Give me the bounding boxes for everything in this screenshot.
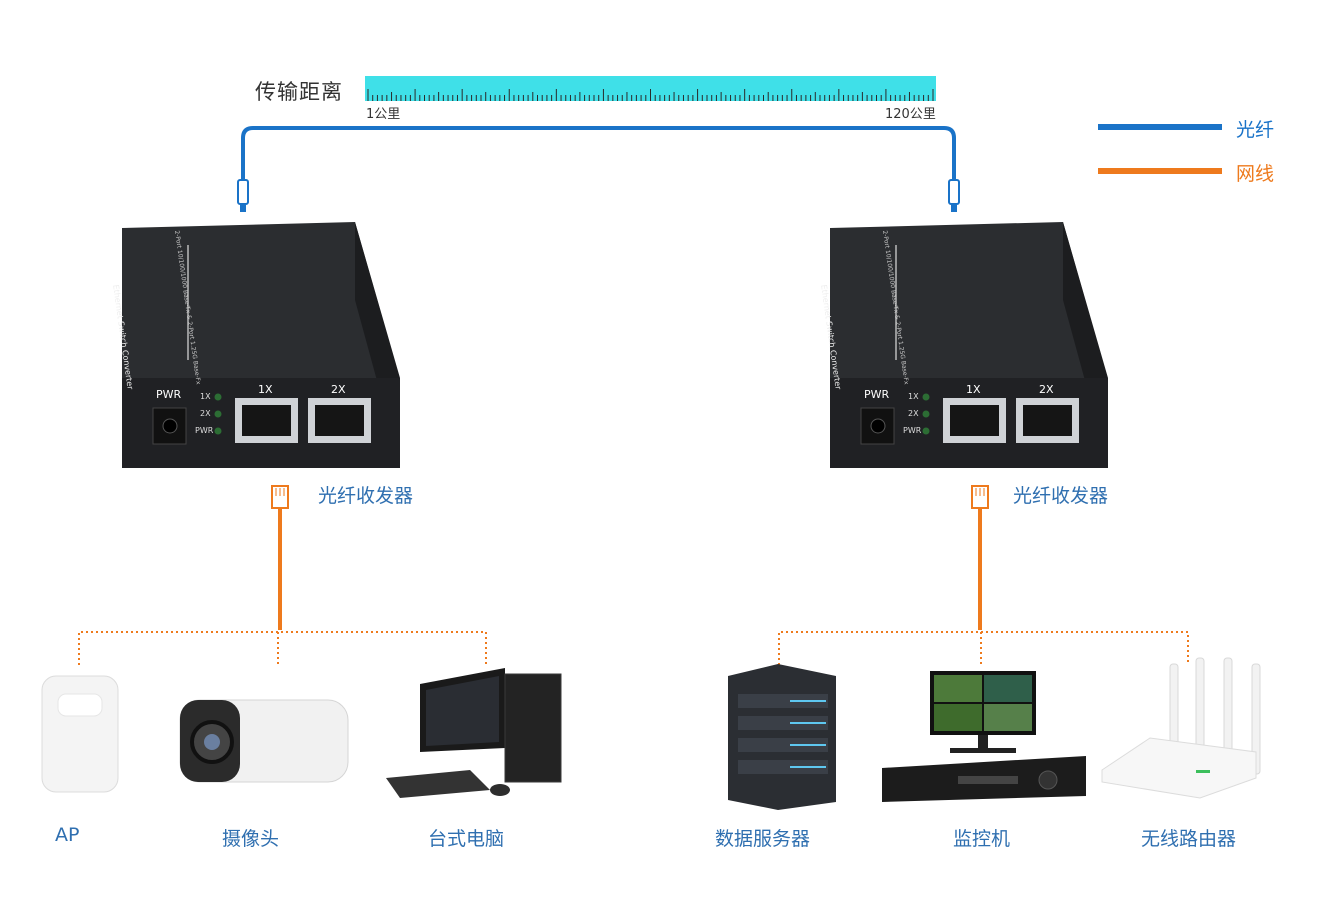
desktop-device-image bbox=[386, 668, 562, 798]
device-label-desktop: 台式电脑 bbox=[428, 828, 505, 850]
distribution-lines-left bbox=[78, 631, 487, 665]
fiber-link-line bbox=[241, 126, 956, 180]
camera-device-image bbox=[179, 699, 349, 783]
converter-right bbox=[830, 222, 1108, 468]
distance-max-label: 120公里 bbox=[885, 107, 936, 122]
converter-right-led-1x-label: 1X bbox=[908, 392, 919, 401]
router-device-image bbox=[1101, 657, 1261, 799]
converter-right-led-2x-label: 2X bbox=[908, 409, 919, 418]
distance-scale-ticks bbox=[367, 89, 934, 101]
converter-left-led-2x-label: 2X bbox=[200, 409, 211, 418]
device-label-ap: AP bbox=[55, 824, 80, 846]
distance-title: 传输距离 bbox=[255, 80, 343, 104]
converter-right-pwr-label: PWR bbox=[864, 388, 890, 401]
converter-left-label: 光纤收发器 bbox=[318, 485, 414, 507]
distance-min-label: 1公里 bbox=[366, 107, 401, 122]
converter-right-port-1x-label: 1X bbox=[966, 383, 981, 396]
converter-left-led-pwr-label: PWR bbox=[195, 426, 214, 435]
converter-left-pwr-label: PWR bbox=[156, 388, 182, 401]
device-label-nvr: 监控机 bbox=[953, 828, 1011, 850]
converter-left-port-2x-label: 2X bbox=[331, 383, 346, 396]
device-label-router: 无线路由器 bbox=[1141, 828, 1237, 850]
fiber-connector-right bbox=[948, 179, 960, 212]
server-device-image bbox=[728, 664, 836, 810]
legend-cable-label: 网线 bbox=[1236, 163, 1275, 185]
ethernet-connector-left bbox=[271, 485, 289, 509]
ethernet-connector-right bbox=[971, 485, 989, 509]
ap-device-image bbox=[41, 675, 119, 793]
converter-right-label: 光纤收发器 bbox=[1013, 485, 1109, 507]
legend-fiber-label: 光纤 bbox=[1236, 119, 1275, 141]
converter-right-led-pwr-label: PWR bbox=[903, 426, 922, 435]
converter-left-led-1x-label: 1X bbox=[200, 392, 211, 401]
converter-left-port-1x-label: 1X bbox=[258, 383, 273, 396]
distribution-lines-right bbox=[778, 631, 1189, 665]
nvr-device-image bbox=[882, 671, 1086, 802]
converter-left bbox=[122, 222, 400, 468]
device-label-server: 数据服务器 bbox=[715, 828, 811, 850]
device-label-camera: 摄像头 bbox=[222, 828, 280, 850]
fiber-connector-left bbox=[237, 179, 249, 212]
converter-right-port-2x-label: 2X bbox=[1039, 383, 1054, 396]
